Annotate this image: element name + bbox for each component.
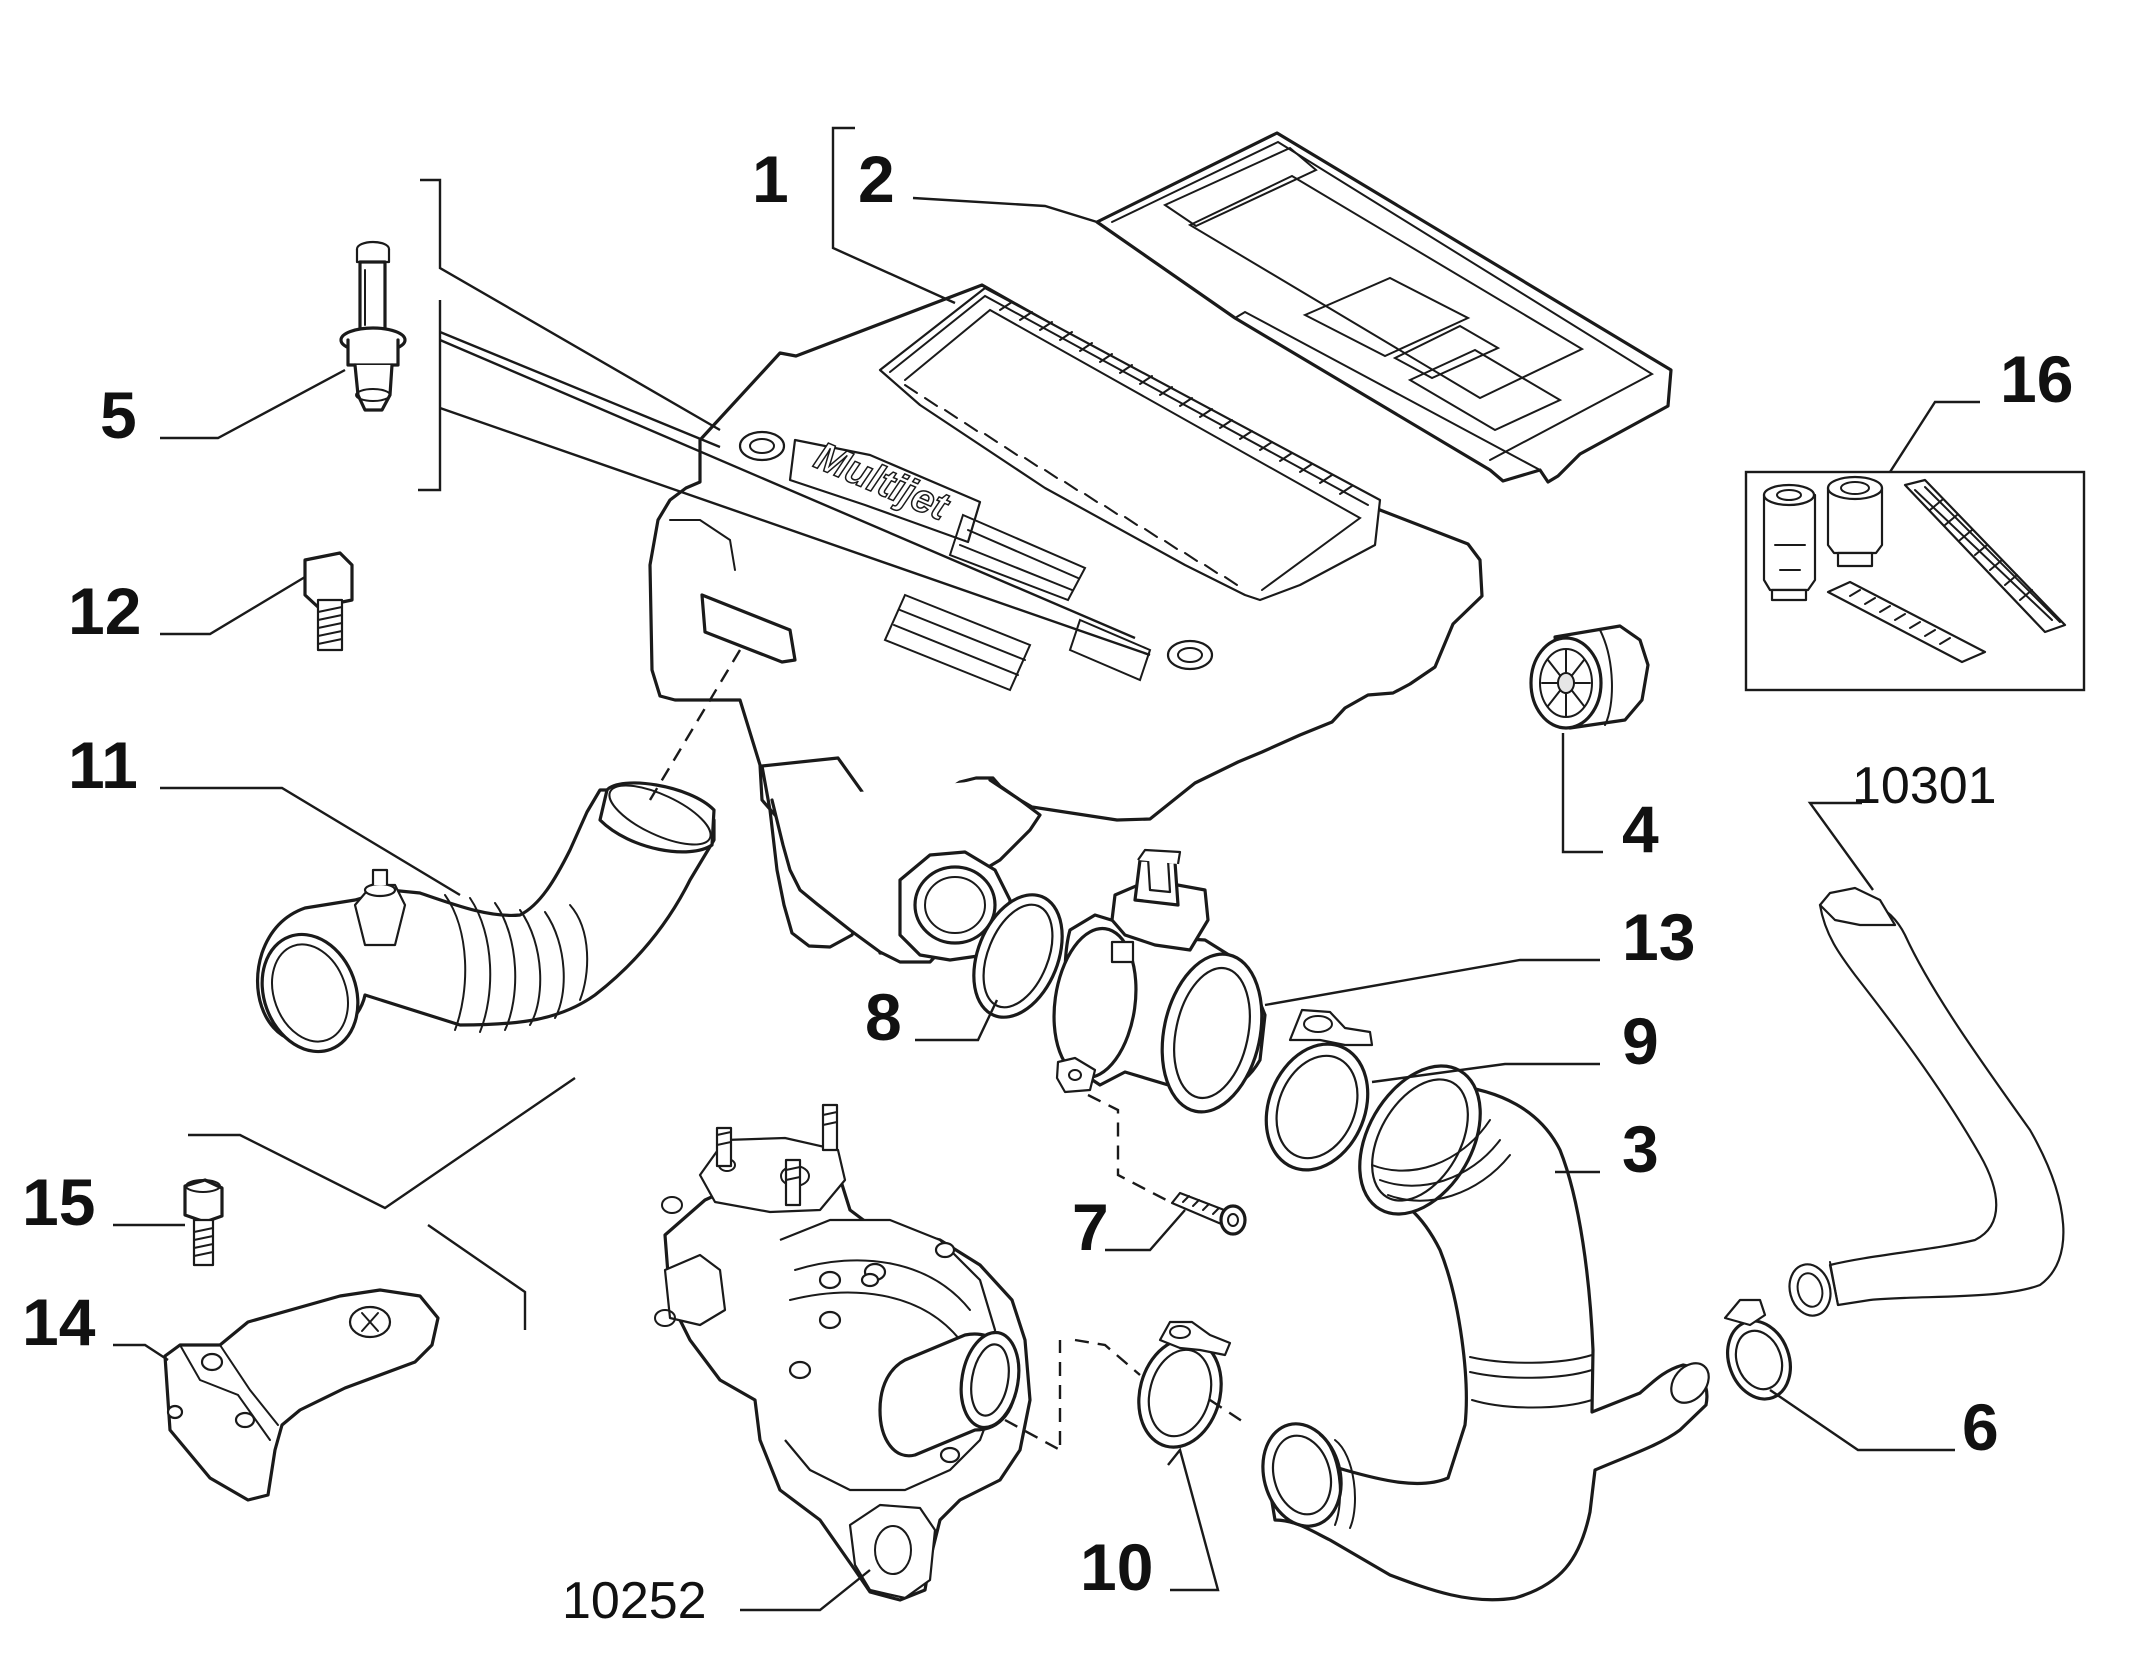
callout-13: 13 [1622,900,1695,974]
callout-labels: 1 2 3 4 5 6 7 8 9 10 11 12 13 14 15 16 1… [22,142,2073,1630]
callout-14: 14 [22,1285,96,1359]
callout-8: 8 [865,980,902,1054]
callout-11: 11 [68,728,138,802]
hose-clamp-10 [1137,1320,1232,1449]
ref-10252: 10252 [562,1572,707,1630]
service-kit [1744,470,2086,692]
breather-hose [1788,886,2065,1317]
callout-3: 3 [1622,1112,1659,1186]
bolt-15 [183,1178,224,1267]
hose-clamp-large [1264,1008,1374,1172]
screw-7 [1170,1191,1247,1236]
ref-10301: 10301 [1852,757,1997,815]
charge-air-pipe [1261,1064,1710,1602]
air-filter-housing: Multijet [648,283,1484,964]
air-filter-element [1095,131,1673,484]
turbocharger [654,1103,1032,1602]
gasket [972,893,1064,1019]
callout-6: 6 [1962,1390,1999,1464]
callout-12: 12 [68,574,141,648]
callout-9: 9 [1622,1004,1659,1078]
callout-7: 7 [1072,1190,1109,1264]
bracket [163,1288,440,1502]
callout-15: 15 [22,1165,95,1239]
hose-clamp-6 [1723,1298,1792,1401]
push-clip [339,240,407,412]
intake-hose [255,781,716,1054]
callout-2: 2 [858,142,895,216]
callout-16: 16 [2000,342,2073,416]
bolt-12 [303,551,354,652]
callout-10: 10 [1080,1530,1153,1604]
callout-5: 5 [100,378,137,452]
air-flow-meter [1052,848,1267,1114]
callout-1: 1 [752,142,789,216]
leader-lines [113,126,1980,1612]
grommet [1529,624,1650,730]
callout-4: 4 [1622,792,1659,866]
